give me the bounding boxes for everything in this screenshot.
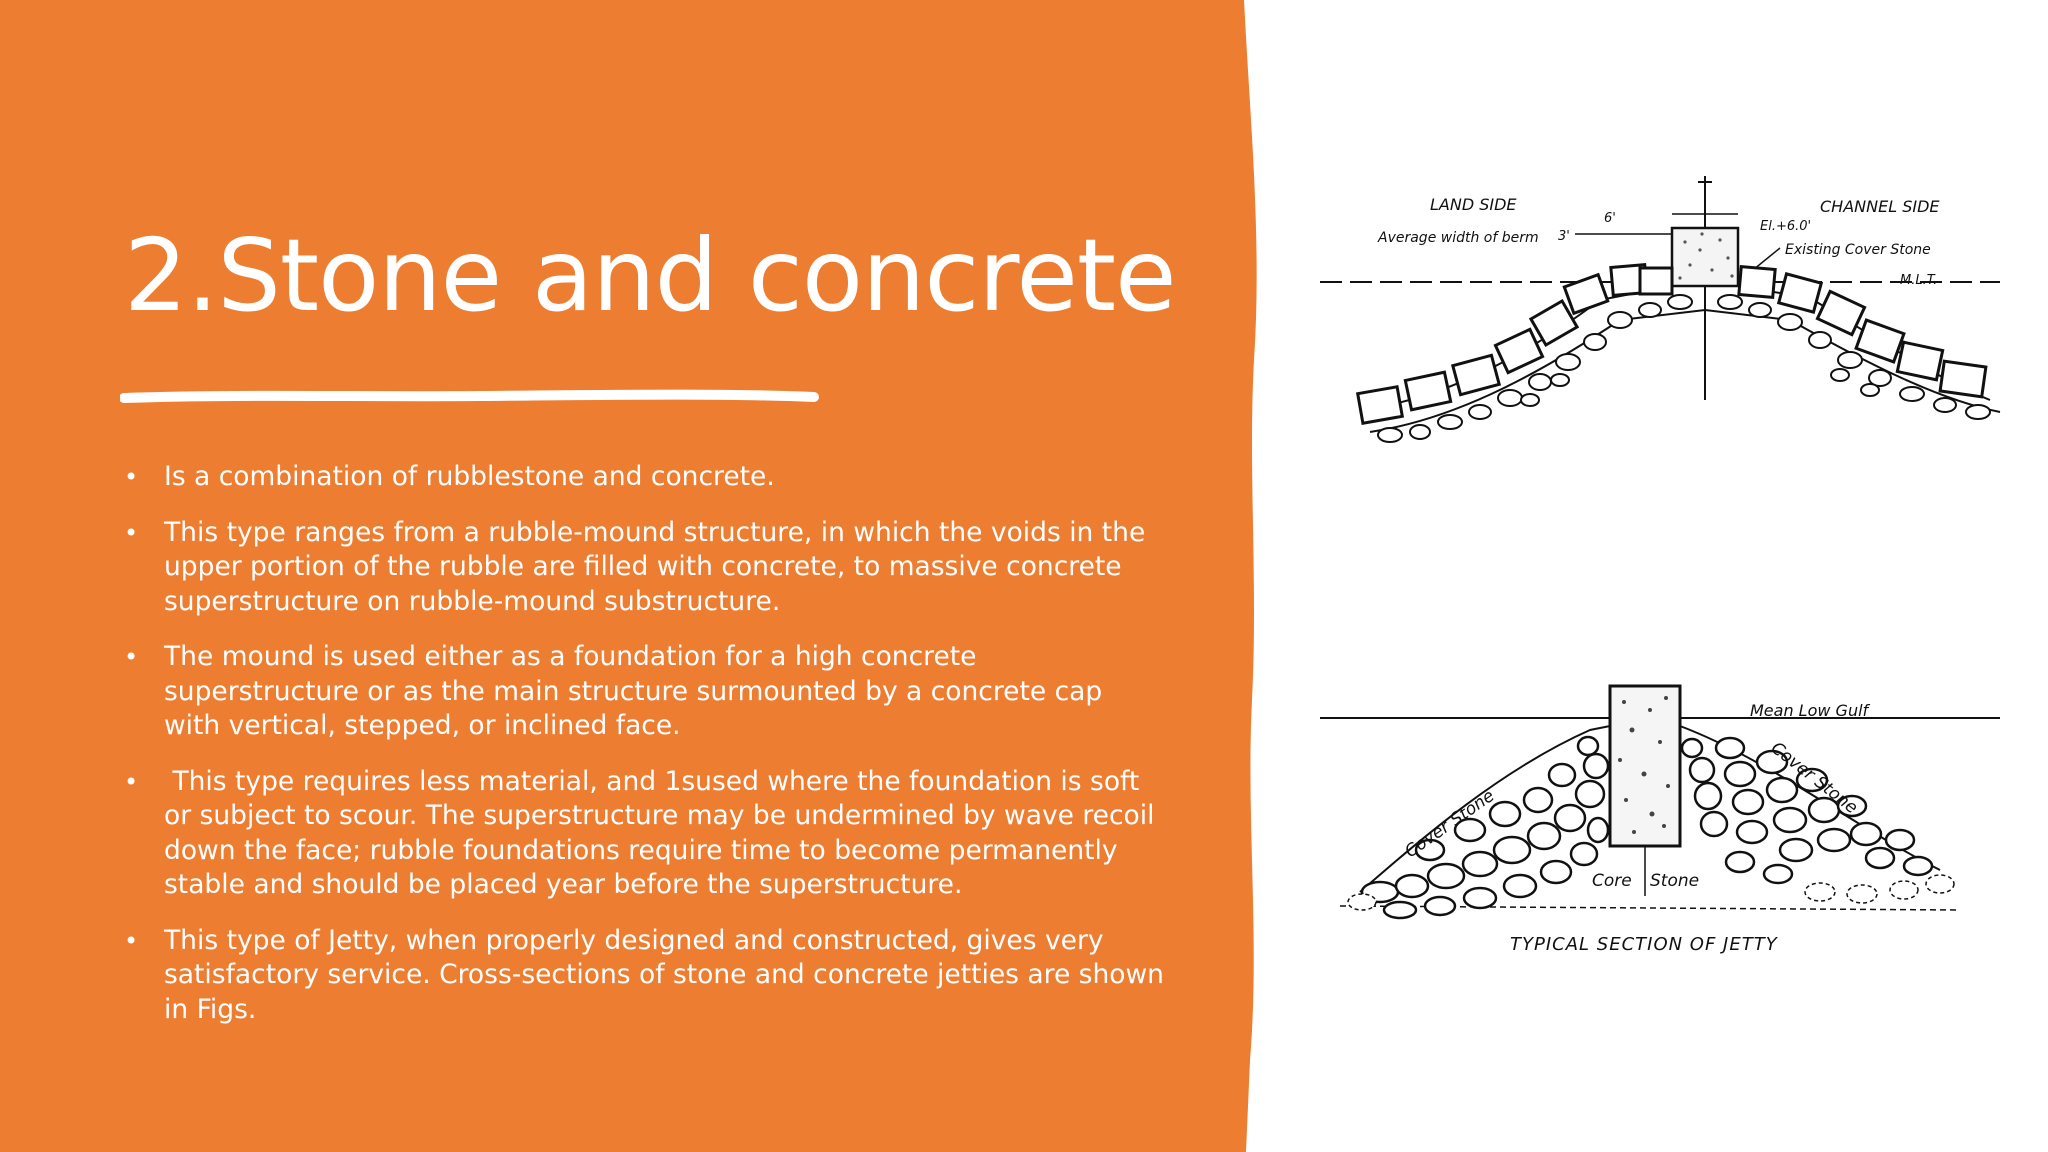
bullet-dot: •	[124, 767, 139, 796]
bullet-text: Is a combination of rubblestone and conc…	[164, 461, 775, 492]
bullet-dot: •	[124, 926, 139, 955]
top-jetty-diagram: LAND SIDE CHANNEL SIDE Average width of …	[1320, 176, 2001, 443]
bullet-text: This type ranges from a rubble-mound str…	[164, 516, 1154, 617]
orange-background-panel	[0, 0, 1257, 1152]
bullet-item: • This type ranges from a rubble-mound st…	[124, 516, 1164, 620]
bullet-list: • Is a combination of rubblestone and con…	[124, 460, 1164, 1048]
mlt-label: M.L.T.	[1900, 273, 1937, 288]
width-dimension: 6'	[1604, 211, 1616, 226]
stone-label: Stone	[1650, 871, 1699, 891]
land-side-label: LAND SIDE	[1430, 195, 1517, 214]
bullet-text: The mound is used either as a foundation…	[164, 641, 1111, 741]
berm-dimension: 3'	[1558, 229, 1570, 244]
bullet-dot: •	[124, 518, 139, 547]
figure-caption: TYPICAL SECTION OF JETTY	[1510, 934, 1779, 955]
elevation-label: El.+6.0'	[1760, 219, 1811, 234]
bullet-dot: •	[124, 463, 139, 491]
bullet-item: • The mound is used either as a foundatio…	[124, 640, 1164, 744]
title-underline	[120, 389, 819, 403]
berm-label: Average width of berm	[1377, 230, 1539, 246]
cover-stone-label: Existing Cover Stone	[1785, 242, 1931, 258]
channel-side-label: CHANNEL SIDE	[1820, 197, 1940, 216]
bullet-item: •This type of Jetty, when properly desig…	[124, 924, 1164, 1028]
bullet-dot: •	[124, 643, 139, 671]
bottom-jetty-diagram: Mean Low Gulf	[1320, 684, 2000, 955]
water-level-label: Mean Low Gulf	[1750, 701, 1871, 720]
bullet-item: • Is a combination of rubblestone and con…	[124, 460, 1164, 495]
core-label: Core	[1592, 871, 1632, 891]
bullet-text: This type of Jetty, when properly design…	[164, 924, 1173, 1025]
jetty-cross-section-figure: LAND SIDE CHANNEL SIDE Average width of …	[1320, 176, 2001, 955]
slide-title: 2.Stone and concrete	[124, 217, 1177, 334]
bullet-text: This type requires less material, and 1s…	[164, 765, 1163, 901]
bullet-item: • This type requires less material, and …	[124, 765, 1164, 903]
